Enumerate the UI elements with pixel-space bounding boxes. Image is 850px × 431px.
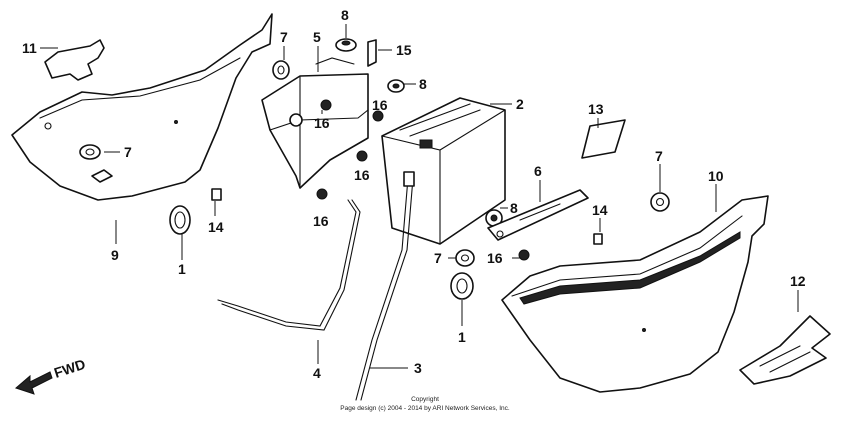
bracket-11 — [44, 39, 105, 81]
grommet-1-right — [450, 272, 474, 300]
ref-5: 5 — [313, 29, 321, 45]
ref-9: 9 — [111, 247, 119, 263]
left-side-cover — [11, 13, 273, 201]
caution-label — [581, 119, 626, 159]
battery-strap — [487, 189, 589, 241]
ref-16d: 16 — [313, 213, 329, 229]
ref-13: 13 — [588, 101, 604, 117]
grommet-7c — [455, 249, 475, 267]
fwd-label: FWD — [52, 356, 87, 381]
right-side-cover — [501, 195, 769, 393]
ref-1b: 1 — [458, 329, 466, 345]
ref-16a: 16 — [314, 115, 330, 131]
ref-7d: 7 — [655, 148, 663, 164]
positive-cable — [355, 171, 415, 401]
grommet-8-mid — [387, 79, 405, 93]
emblem — [739, 315, 831, 385]
grommet-1-left — [169, 205, 191, 235]
ref-4: 4 — [313, 365, 321, 381]
ref-6: 6 — [534, 163, 542, 179]
ref-14a: 14 — [208, 219, 224, 235]
ref-1a: 1 — [178, 261, 186, 277]
ref-12: 12 — [790, 273, 806, 289]
ref-11: 11 — [22, 40, 37, 56]
pin-14-left — [211, 188, 222, 201]
ref-15: 15 — [396, 42, 412, 58]
copyright-line1: Copyright — [411, 396, 439, 403]
ref-8a: 8 — [341, 7, 349, 23]
ref-14b: 14 — [592, 202, 608, 218]
ref-3: 3 — [414, 360, 422, 376]
ref-10: 10 — [708, 168, 724, 184]
battery — [381, 97, 506, 245]
ref-7a: 7 — [124, 144, 132, 160]
bolts-16 — [316, 99, 530, 261]
ref-16e: 16 — [487, 250, 503, 266]
leader-lines — [40, 24, 799, 369]
ref-7c: 7 — [434, 250, 442, 266]
fwd-arrow: FWD — [15, 356, 87, 395]
grommet-8-top — [335, 38, 357, 52]
copyright: Copyright Page design (c) 2004 - 2014 by… — [340, 396, 510, 412]
ref-2: 2 — [516, 96, 524, 112]
copyright-line2: Page design (c) 2004 - 2014 by ARI Netwo… — [340, 405, 510, 412]
reference-numbers: 11 7 9 1 14 7 5 8 15 8 16 16 16 16 2 13 … — [22, 7, 806, 381]
ground-cable — [217, 199, 361, 331]
grommet-7a — [79, 144, 101, 160]
grommet-7b — [272, 60, 290, 80]
ref-16b: 16 — [372, 97, 388, 113]
ref-8b: 8 — [419, 76, 427, 92]
clip-15 — [367, 39, 377, 67]
ref-16c: 16 — [354, 167, 370, 183]
pin-14-right — [593, 233, 603, 245]
ref-8c: 8 — [510, 200, 518, 216]
battery-tray — [261, 57, 369, 189]
ref-7b: 7 — [280, 29, 288, 45]
grommet-7d — [650, 192, 670, 212]
